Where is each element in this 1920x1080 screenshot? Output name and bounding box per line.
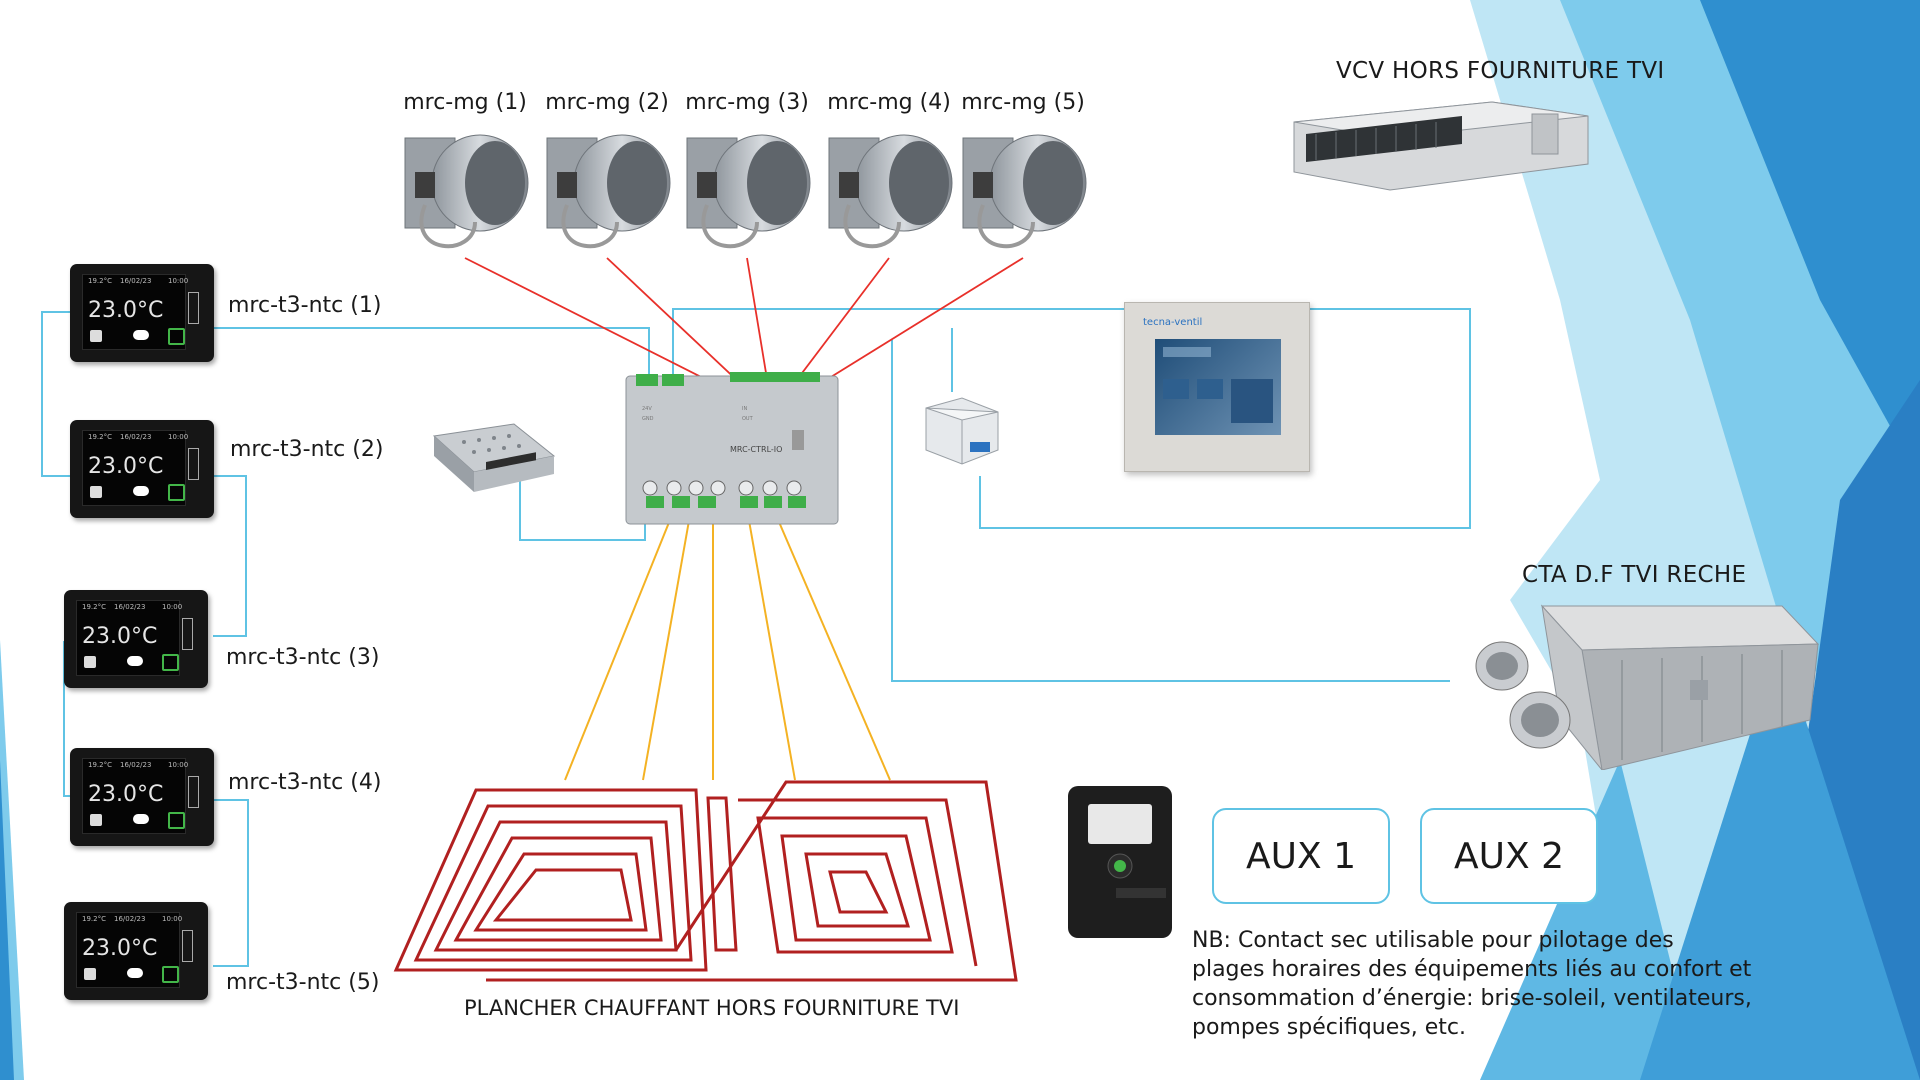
thermostat-5[interactable]: 19.2°C 16/02/23 10:00 23.0°C: [64, 902, 208, 1000]
fan-icon[interactable]: [127, 968, 143, 978]
thermostat-date: 16/02/23: [120, 277, 152, 285]
mode-icon[interactable]: [90, 814, 102, 826]
daisy-chain: [41, 311, 249, 967]
bus-line-cta: [891, 340, 1450, 682]
thermostat-temp: 23.0°C: [88, 454, 164, 479]
thermostat-small-temp: 19.2°C: [88, 277, 112, 285]
cta-unit: [1475, 604, 1820, 770]
arrows-icon[interactable]: [188, 292, 199, 324]
damper-label-4: mrc-mg (4): [827, 90, 951, 115]
thermostat-label-4: mrc-t3-ntc (4): [228, 770, 382, 795]
thermostat-time: 10:00: [162, 603, 183, 611]
thermostat-3[interactable]: 19.2°C 16/02/23 10:00 23.0°C: [64, 590, 208, 688]
power-icon[interactable]: [168, 328, 185, 345]
fan-icon[interactable]: [133, 486, 149, 496]
relay-module: [925, 397, 999, 465]
thermostat-temp: 23.0°C: [88, 298, 164, 323]
aux-2-box[interactable]: AUX 2: [1420, 808, 1598, 904]
floor-wires: [564, 514, 891, 781]
aux-1-box[interactable]: AUX 1: [1212, 808, 1390, 904]
controller-board: 24V GND IN OUT MRC-CTRL-IO: [625, 372, 839, 525]
mode-icon[interactable]: [84, 968, 96, 980]
thermostat-label-1: mrc-t3-ntc (1): [228, 293, 382, 318]
bus-line-thermostat-1: [213, 327, 650, 375]
fan-icon[interactable]: [133, 814, 149, 824]
mode-icon[interactable]: [90, 486, 102, 498]
thermostat-label-2: mrc-t3-ntc (2): [230, 437, 384, 462]
power-icon[interactable]: [168, 812, 185, 829]
fan-icon[interactable]: [133, 330, 149, 340]
damper-label-2: mrc-mg (2): [545, 90, 669, 115]
thermostat-small-temp: 19.2°C: [88, 433, 112, 441]
mode-icon[interactable]: [84, 656, 96, 668]
thermostat-time: 10:00: [168, 277, 189, 285]
cta-label: CTA D.F TVI RECHE: [1522, 562, 1747, 588]
thermostat-time: 10:00: [162, 915, 183, 923]
power-icon[interactable]: [162, 654, 179, 671]
thermostat-label-3: mrc-t3-ntc (3): [226, 645, 380, 670]
vcv-unit: [1293, 101, 1589, 191]
arrows-icon[interactable]: [182, 618, 193, 650]
touch-panel-brand: tecna-ventil: [1143, 317, 1203, 328]
thermostat-temp: 23.0°C: [82, 936, 158, 961]
power-icon[interactable]: [162, 966, 179, 983]
arrows-icon[interactable]: [188, 448, 199, 480]
thermostat-time: 10:00: [168, 433, 189, 441]
thermostat-small-temp: 19.2°C: [88, 761, 112, 769]
thermostat-temp: 23.0°C: [82, 624, 158, 649]
thermostat-label-5: mrc-t3-ntc (5): [226, 970, 380, 995]
mode-icon[interactable]: [90, 330, 102, 342]
thermostat-small-temp: 19.2°C: [82, 603, 106, 611]
thermostat-small-temp: 19.2°C: [82, 915, 106, 923]
thermostat-1[interactable]: 19.2°C 16/02/23 10:00 23.0°C: [70, 264, 214, 362]
thermostat-date: 16/02/23: [114, 915, 146, 923]
thermostat-2[interactable]: 19.2°C 16/02/23 10:00 23.0°C: [70, 420, 214, 518]
damper-label-1: mrc-mg (1): [403, 90, 527, 115]
damper-label-5: mrc-mg (5): [961, 90, 1085, 115]
thermostat-date: 16/02/23: [120, 433, 152, 441]
note-text: NB: Contact sec utilisable pour pilotage…: [1192, 928, 1752, 1040]
pump-controller: [1068, 786, 1172, 938]
svg-text:GND: GND: [642, 416, 654, 422]
power-supply-unit: [432, 423, 556, 492]
svg-text:OUT: OUT: [742, 416, 754, 422]
vcv-label: VCV HORS FOURNITURE TVI: [1336, 58, 1665, 84]
touch-panel[interactable]: tecna-ventil: [1124, 302, 1310, 472]
touch-panel-screen: [1155, 339, 1281, 435]
thermostat-temp: 23.0°C: [88, 782, 164, 807]
bus-line-psu: [519, 470, 646, 541]
arrows-icon[interactable]: [188, 776, 199, 808]
damper-wires: [464, 257, 1024, 386]
damper-label-3: mrc-mg (3): [685, 90, 809, 115]
thermostat-4[interactable]: 19.2°C 16/02/23 10:00 23.0°C: [70, 748, 214, 846]
floor-heating-coil: [393, 780, 1018, 982]
power-icon[interactable]: [168, 484, 185, 501]
thermostat-date: 16/02/23: [114, 603, 146, 611]
fan-icon[interactable]: [127, 656, 143, 666]
arrows-icon[interactable]: [182, 930, 193, 962]
svg-text:24V: 24V: [642, 406, 652, 412]
floor-label: PLANCHER CHAUFFANT HORS FOURNITURE TVI: [464, 996, 960, 1020]
thermostat-time: 10:00: [168, 761, 189, 769]
svg-text:IN: IN: [742, 406, 747, 412]
controller-model: MRC-CTRL-IO: [730, 445, 782, 454]
thermostat-date: 16/02/23: [120, 761, 152, 769]
